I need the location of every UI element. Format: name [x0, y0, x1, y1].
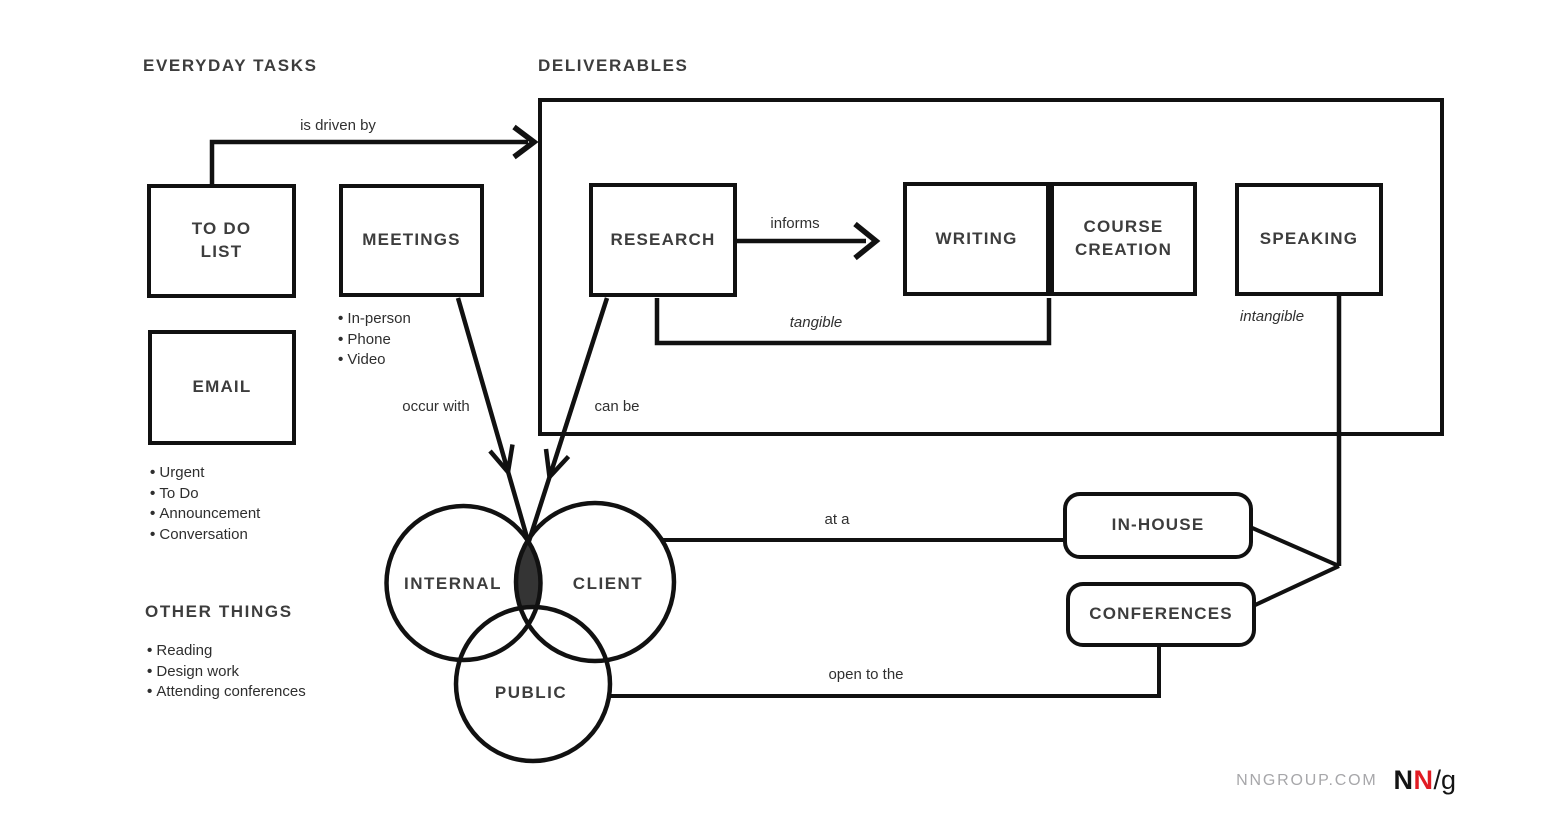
list-item: Reading — [147, 641, 306, 662]
can-be-arrowhead — [543, 448, 571, 479]
nng-logo-g: g — [1440, 765, 1456, 795]
can-be-label: can be — [594, 398, 640, 415]
research-box-outline — [589, 183, 737, 297]
list-item: Announcement — [150, 504, 260, 525]
email-bullet-list: Urgent To Do Announcement Conversation — [150, 463, 260, 545]
venn-public-label: PUBLIC — [494, 683, 568, 702]
meetings-bullet-list: In-person Phone Video — [338, 309, 411, 371]
other-things-bullet-list: Reading Design work Attending conference… — [147, 641, 306, 703]
venn-internal-label: INTERNAL — [404, 574, 502, 593]
list-item: To Do — [150, 484, 260, 505]
todo-list-box-label: TO DO LIST — [191, 219, 252, 261]
informs-label: informs — [770, 215, 820, 232]
list-item: Conversation — [150, 525, 260, 546]
research-box-label: RESEARCH — [610, 229, 716, 249]
is-driven-by-arrow-line — [209, 139, 528, 184]
tangible-label: tangible — [789, 314, 843, 331]
occur-with-arrowhead — [488, 444, 515, 474]
everyday-tasks-heading: EVERYDAY TASKS — [143, 56, 318, 75]
list-item: In-person — [338, 309, 410, 330]
at-a-label: at a — [824, 511, 850, 528]
in-house-junction-line — [1249, 525, 1340, 568]
speaking-box-outline — [1235, 183, 1383, 296]
list-item: Design work — [147, 662, 306, 683]
conferences-junction-line — [1252, 564, 1340, 608]
speaking-box-label: SPEAKING — [1259, 229, 1359, 249]
email-box-outline — [148, 330, 296, 445]
nng-logo-n1: N — [1393, 765, 1414, 795]
list-item: Phone — [338, 330, 411, 351]
nng-logo-n2: N — [1413, 765, 1434, 795]
conferences-box-label: CONFERENCES — [1089, 604, 1233, 624]
informs-arrowhead — [853, 221, 881, 261]
writing-box-outline — [903, 182, 1050, 296]
is-driven-by-arrowhead — [512, 124, 539, 160]
in-house-box-outline — [1063, 492, 1253, 559]
in-house-box-label: IN-HOUSE — [1111, 515, 1205, 535]
email-box-label: EMAIL — [192, 377, 252, 397]
list-item: Video — [338, 350, 411, 371]
meetings-box-outline — [339, 184, 484, 297]
nngroup-site-text: NNGROUP.COM — [1236, 771, 1378, 789]
can-be-arrow-line — [526, 297, 610, 542]
deliverables-container-outline — [538, 98, 1444, 436]
occur-with-arrow-line — [455, 297, 531, 542]
other-things-heading: OTHER THINGS — [145, 602, 293, 621]
meetings-box-label: MEETINGS — [362, 230, 461, 250]
venn-client-label: CLIENT — [572, 574, 644, 593]
open-to-the-line — [607, 647, 1161, 698]
list-item: Attending conferences — [147, 682, 305, 703]
venn-internal-circle — [384, 503, 543, 663]
venn-public-circle — [453, 604, 613, 764]
intangible-label: intangible — [1239, 308, 1305, 325]
list-item: Urgent — [150, 463, 260, 484]
course-creation-box-outline — [1050, 182, 1197, 296]
tangible-connector-line — [654, 298, 1052, 346]
is-driven-by-label: is driven by — [300, 117, 376, 134]
conferences-box-outline — [1066, 582, 1256, 647]
todo-list-box-outline — [147, 184, 296, 298]
deliverables-heading: DELIVERABLES — [538, 56, 689, 75]
writing-box-label: WRITING — [935, 228, 1018, 248]
nng-logo-slash: / — [1433, 765, 1441, 795]
venn-client-circle — [513, 500, 677, 664]
open-to-the-label: open to the — [828, 666, 904, 683]
course-creation-box-label: COURSE CREATION — [1074, 217, 1173, 259]
occur-with-label: occur with — [402, 398, 470, 415]
